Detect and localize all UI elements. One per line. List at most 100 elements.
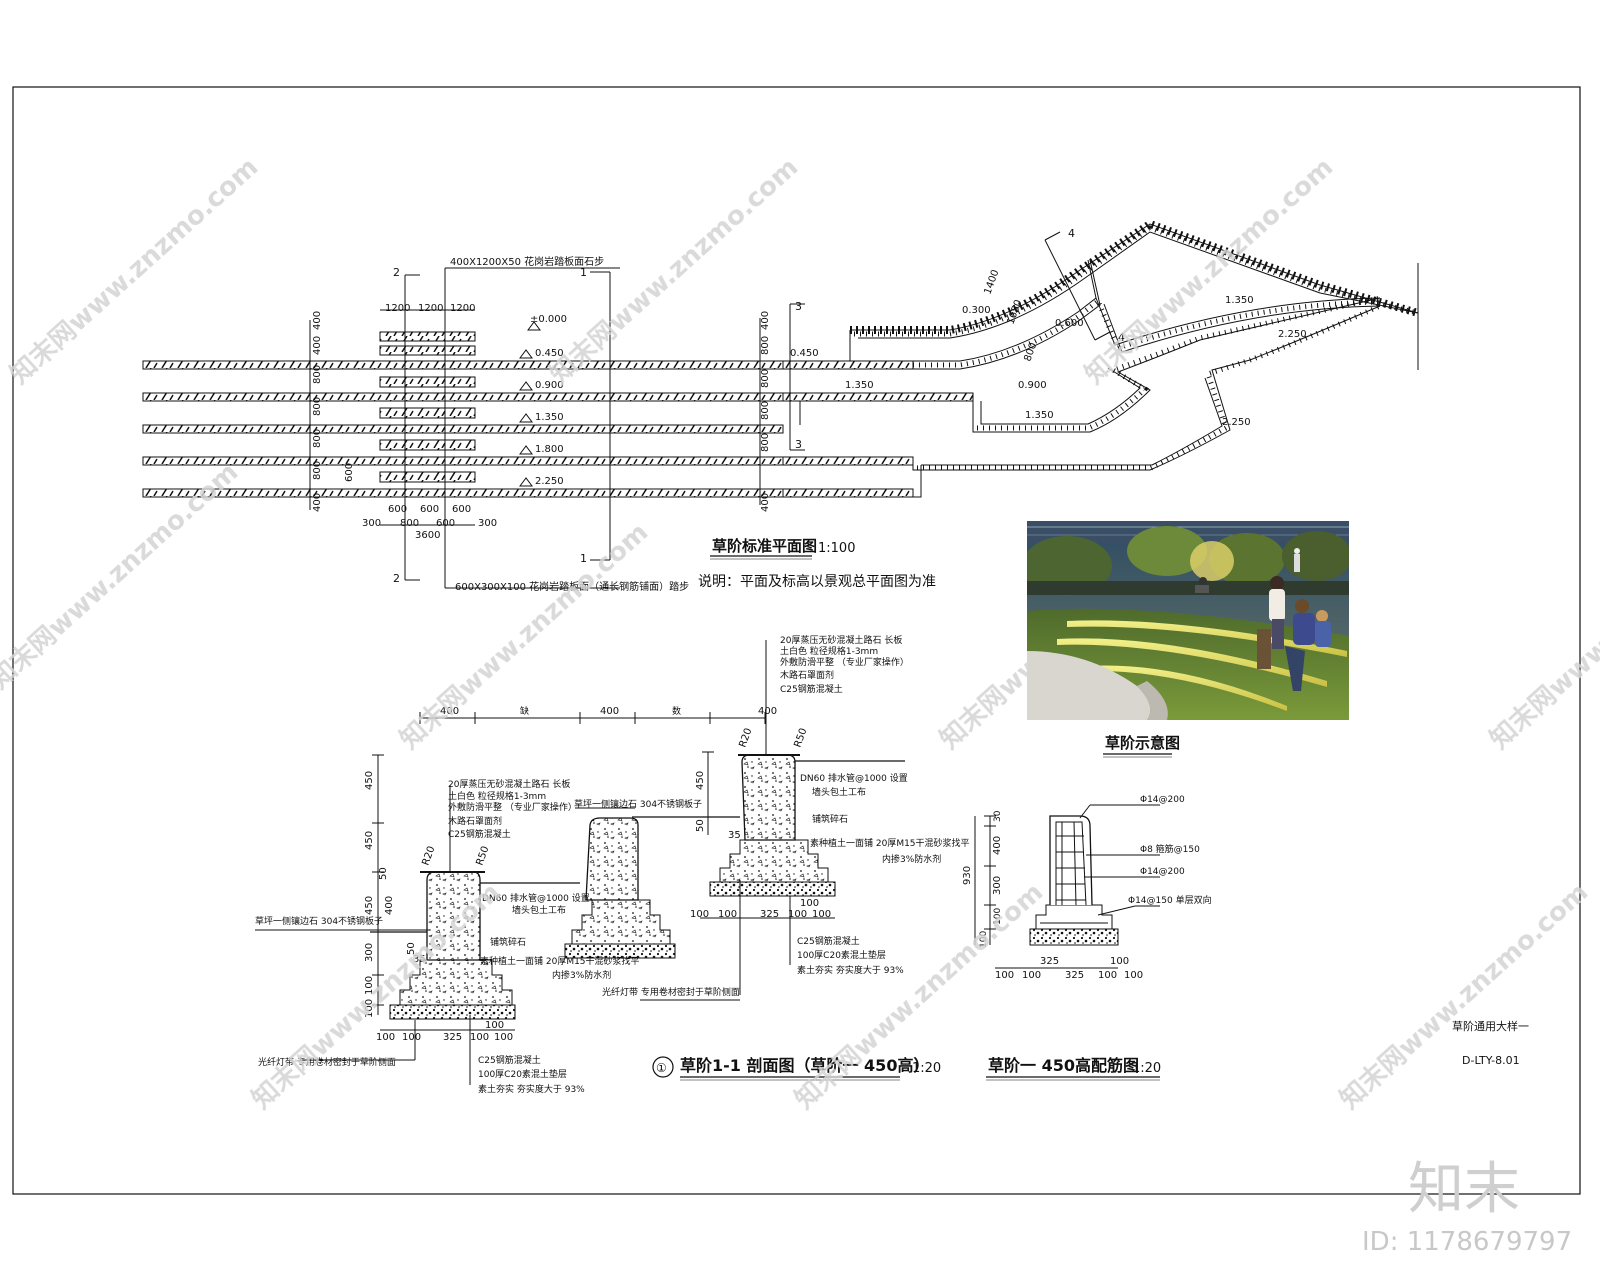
plan-curved-strips <box>789 219 1420 498</box>
base-layer: C25钢筋混凝土 <box>797 935 860 947</box>
section-dim: 100 <box>364 976 375 995</box>
section-dim: 35 <box>728 830 741 841</box>
section-dim: R50 <box>474 845 491 867</box>
level-label: ±0.000 <box>530 314 567 325</box>
section-dim-lines <box>255 640 835 1085</box>
section-dim: 100 <box>376 1032 395 1043</box>
level-label: 0.450 <box>535 348 564 359</box>
watermark-text: 知末网www.znzmo.com <box>0 457 244 695</box>
plan-scale: 1:100 <box>818 541 855 556</box>
level-label: 2.250 <box>1222 417 1251 428</box>
plan-dim: 1200 <box>450 303 475 314</box>
section-label: 铺筑碎石 <box>490 936 526 948</box>
retaining-wall-3 <box>709 754 836 897</box>
plan-dim: 800 <box>312 429 323 448</box>
rebar-note: Φ8 箍筋@150 <box>1140 843 1200 855</box>
plan-note: 说明：平面及标高以景观总平面图为准 <box>698 573 936 590</box>
level-label: 0.600 <box>1055 318 1084 329</box>
section-note: 木路石罩面剂 <box>448 815 502 827</box>
watermark-text: 知末网www.znzmo.com <box>1485 517 1600 755</box>
section-mark: 3 <box>795 300 802 313</box>
section-view: 400 400 400 缺 数 <box>255 634 970 1095</box>
section-label: 光纤灯带 专用卷材密封于草阶侧面 <box>602 986 740 998</box>
plan-dim: 600 <box>452 504 471 515</box>
section-dim: 100 <box>485 1020 504 1031</box>
level-label: 1.800 <box>535 444 564 455</box>
section-mark: 4 <box>1068 227 1075 240</box>
rebar-dim: 30 <box>993 810 1003 822</box>
section-mark: 4 <box>1118 331 1125 344</box>
plan-dim: 600 <box>344 463 355 482</box>
section-label: 素种植土一面铺 20厚M15干混砂浆找平 <box>480 955 640 967</box>
section-dim: 数 <box>672 705 681 717</box>
watermark-text: 知末网www.znzmo.com <box>5 152 265 390</box>
plan-dim: 800 <box>760 433 771 452</box>
section-mark: 1 <box>580 552 587 565</box>
level-label: 0.450 <box>790 348 819 359</box>
rebar-scale: 1:20 <box>1132 1061 1161 1076</box>
rebar-dim: 100 <box>1124 970 1143 981</box>
example-photo <box>1027 521 1349 720</box>
section-label: 光纤灯带 专用卷材密封于草阶侧面 <box>258 1056 396 1068</box>
retaining-wall-1 <box>389 871 516 1020</box>
section-dim: 50 <box>378 867 389 880</box>
level-label: 0.900 <box>535 380 564 391</box>
plan-dim: 800 <box>1022 341 1039 363</box>
section-dim: 400 <box>440 706 459 717</box>
section-dim: 450 <box>364 771 375 790</box>
titleblock-code: D-LTY-8.01 <box>1462 1054 1520 1067</box>
rebar-dim: 300 <box>992 876 1003 895</box>
plan-dim: 800 <box>760 401 771 420</box>
level-label: 0.300 <box>962 305 991 316</box>
plan-dim: 300 <box>478 518 497 529</box>
section-left-notes: 20厚蒸压无砂混凝土路石 长板 土白色 粒径规格1-3mm 外敷防滑平整 （专业… <box>448 778 577 840</box>
level-label: 1.350 <box>1025 410 1054 421</box>
section-dim: 100 <box>494 1032 513 1043</box>
section-note: 20厚蒸压无砂混凝土路石 长板 <box>448 778 570 790</box>
plan-dim: 1650 <box>1005 298 1024 326</box>
section-mark: 2 <box>393 266 400 279</box>
section-note: 外敷防滑平整 （专业厂家操作） <box>448 801 577 813</box>
section-label: 墙头包土工布 <box>512 904 566 916</box>
section-title: 草阶1-1 剖面图（草阶一 450高） <box>680 1056 929 1075</box>
section-dim: 400 <box>600 706 619 717</box>
section-dim: 100 <box>812 909 831 920</box>
rebar-dim: 400 <box>992 836 1003 855</box>
plan-dim: 400 <box>312 493 323 512</box>
plan-dim: 1200 <box>385 303 410 314</box>
watermark-text: 知末网www.znzmo.com <box>395 517 655 755</box>
level-label: 0.900 <box>1018 380 1047 391</box>
section-label: 墙头包土工布 <box>812 786 866 798</box>
section-dim: 100 <box>402 1032 421 1043</box>
section-note: 木路石罩面剂 <box>780 669 834 681</box>
plan-dim: 400 <box>760 311 771 330</box>
base-layer: 素土夯实 夯实度大于 93% <box>478 1083 585 1095</box>
section-note: C25钢筋混凝土 <box>448 828 511 840</box>
rebar-dim: 100 <box>1098 970 1117 981</box>
plan-title: 草阶标准平面图 <box>712 537 817 555</box>
section-dim: 100 <box>788 909 807 920</box>
section-mark: 2 <box>393 572 400 585</box>
plan-top-callout: 400X1200X50 花岗岩踏板面石步 <box>450 255 604 268</box>
plan-steps <box>379 331 476 483</box>
section-dim: R50 <box>792 727 809 749</box>
photo-title: 草阶示意图 <box>1105 734 1180 752</box>
plan-dim: 3600 <box>415 530 440 541</box>
plan-dim: 400 <box>312 336 323 355</box>
section-scale: 1:20 <box>912 1061 941 1076</box>
section-mark: 1 <box>580 266 587 279</box>
section-note: C25钢筋混凝土 <box>780 683 843 695</box>
rebar-title: 草阶一 450高配筋图 <box>988 1056 1139 1075</box>
plan-bottom-callout: 600X300X100 花岗岩踏板面（通长钢筋铺面）踏步 <box>455 580 689 593</box>
section-label: 内掺3%防水剂 <box>882 853 941 865</box>
rebar-note: Φ14@200 <box>1140 867 1185 877</box>
level-label: 2.250 <box>535 476 564 487</box>
rebar-note: Φ14@200 <box>1140 795 1185 805</box>
watermark-text: 知末网www.znzmo.com <box>1080 152 1340 390</box>
section-dim: 450 <box>695 771 706 790</box>
photo-image <box>1027 521 1349 720</box>
section-dim: 缺 <box>520 705 529 717</box>
section-dim: 35 <box>413 954 426 965</box>
drawing-border <box>12 86 1581 1195</box>
